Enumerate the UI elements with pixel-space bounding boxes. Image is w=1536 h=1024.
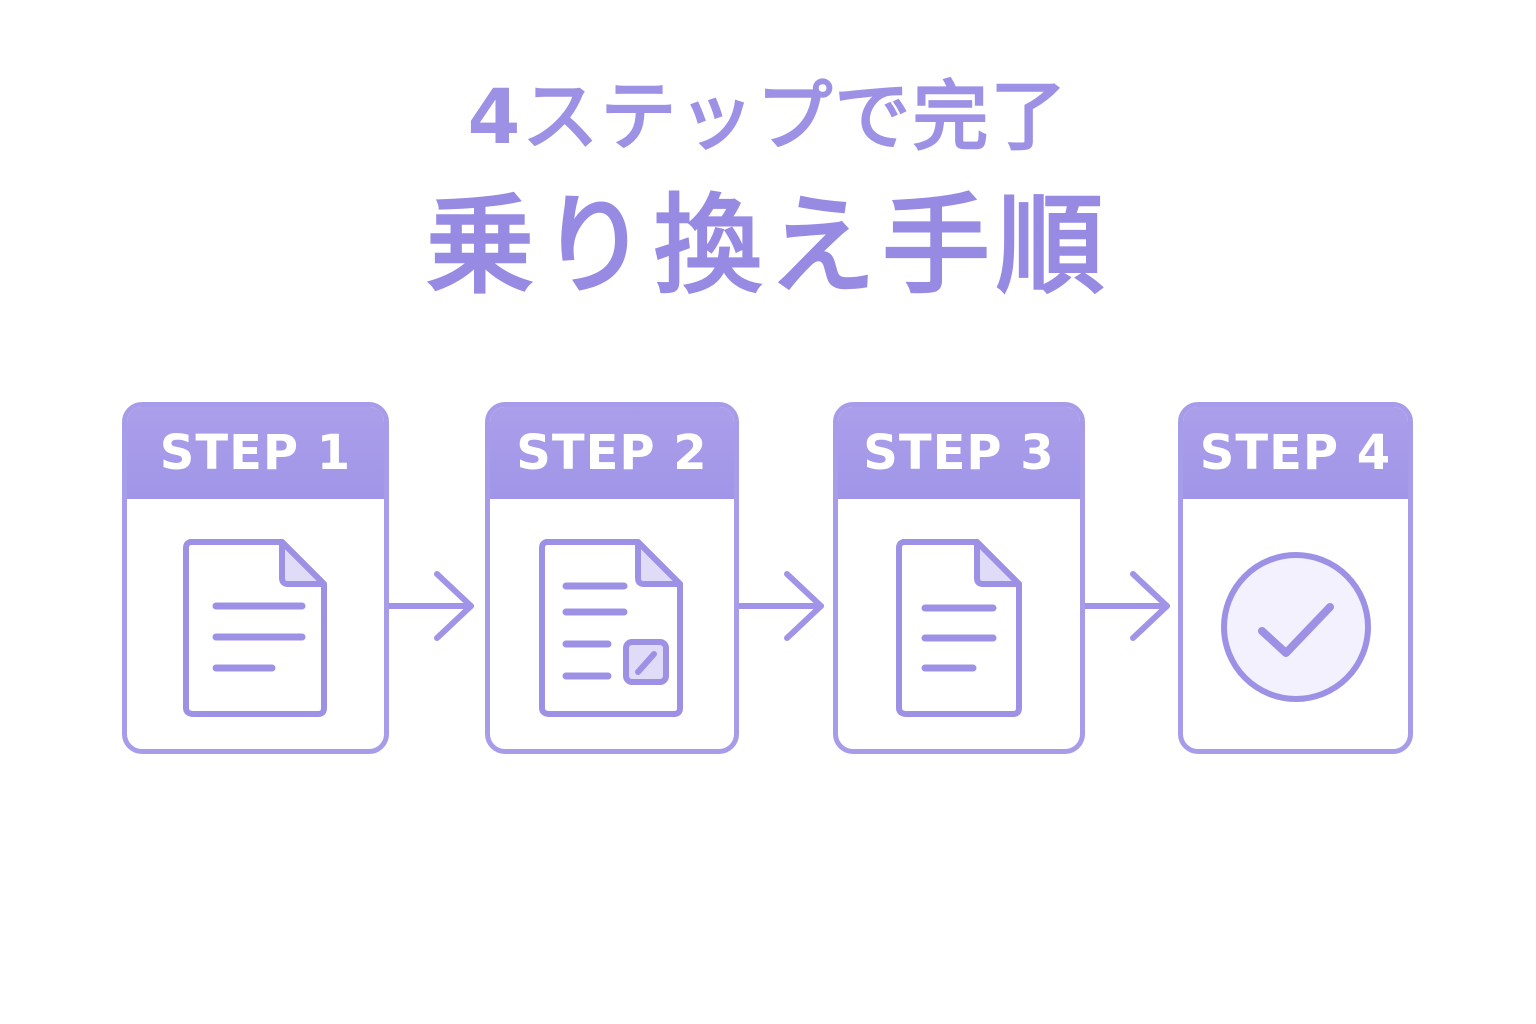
step-label: STEP 3 [838,407,1080,499]
step-label: STEP 1 [127,407,384,499]
step-card-4: STEP 4 [1178,402,1413,754]
step-card-3: STEP 3 [833,402,1085,754]
subtitle: 4ステップで完了 [467,72,1069,161]
step-label: STEP 2 [490,407,734,499]
document-icon [127,504,384,749]
arrow-right-icon [389,571,474,641]
step-label: STEP 4 [1183,407,1408,499]
document-icon [838,504,1080,749]
arrow-right-icon [739,571,824,641]
step-card-2: STEP 2 [485,402,739,754]
step-card-1: STEP 1 [122,402,389,754]
check-circle-icon [1183,504,1408,749]
document-edit-icon [490,504,734,749]
arrow-right-icon [1085,571,1170,641]
page-title: 乗り換え手順 [425,184,1110,309]
